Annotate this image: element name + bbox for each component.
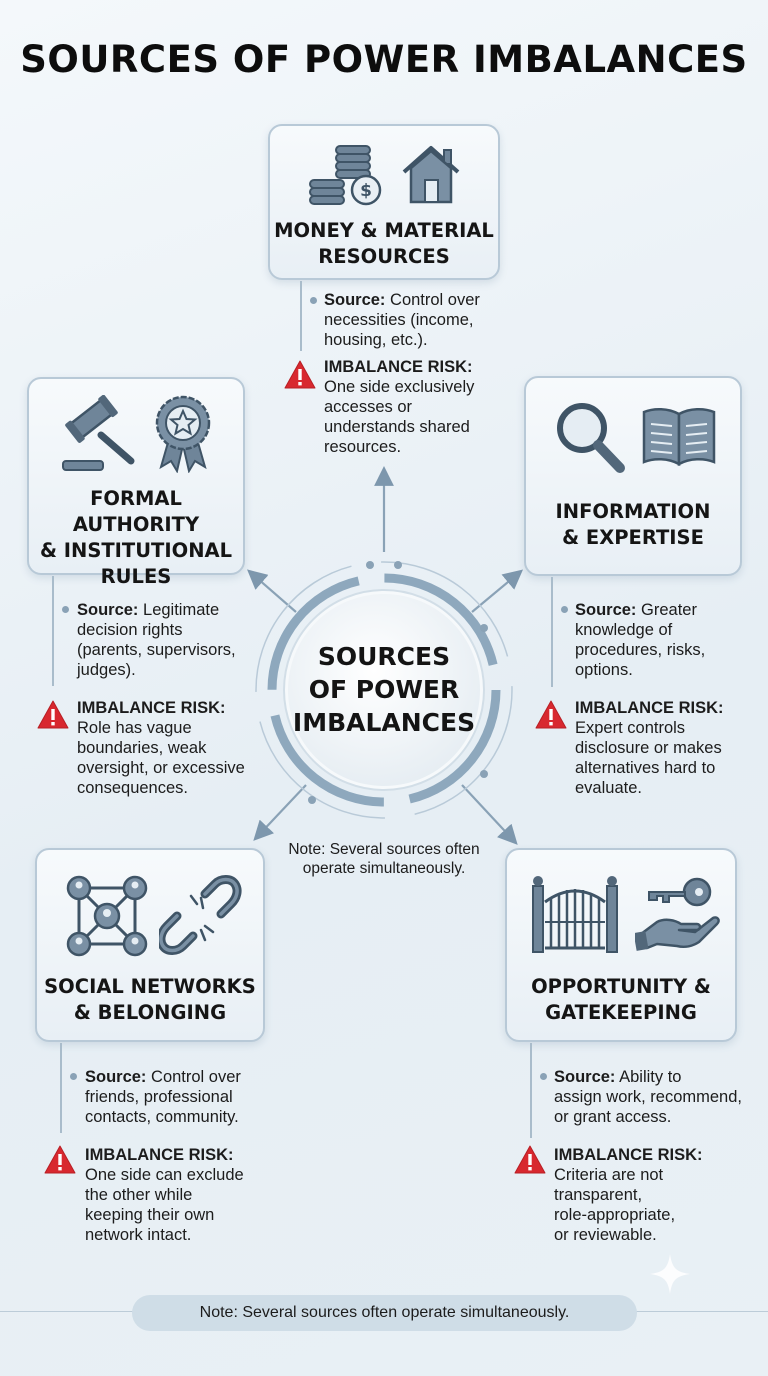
gavel-icon [62, 395, 135, 471]
network-icon [66, 875, 148, 957]
footer-note: Note: Several sources often operate simu… [132, 1295, 637, 1331]
house-icon [402, 146, 460, 204]
svg-text:$: $ [360, 181, 372, 201]
warning-icon [535, 700, 567, 729]
warning-icon [37, 700, 69, 729]
card-information-title: INFORMATION& EXPERTISE [555, 500, 711, 549]
arrow-to-social [253, 784, 307, 841]
award-badge-icon [155, 395, 211, 473]
coins-icon: $ [309, 145, 382, 206]
warning-icon [514, 1145, 546, 1174]
card-information-expertise: INFORMATION& EXPERTISE [524, 376, 742, 576]
card-money-icons: $ [270, 126, 502, 216]
sparkle-icon [650, 1254, 690, 1294]
arrow-to-information [471, 569, 524, 613]
opportunity-source-text: Source: Ability to assign work, recommen… [554, 1068, 742, 1126]
card-social-title: SOCIAL NETWORKS& BELONGING [44, 975, 256, 1024]
key-hand-icon [635, 877, 720, 951]
warning-icon [44, 1145, 76, 1174]
warning-icon [284, 360, 316, 389]
arrow-to-opportunity [461, 784, 518, 845]
magnifier-icon [557, 403, 625, 473]
broken-chain-icon [159, 875, 242, 955]
card-opportunity-title: OPPORTUNITY &GATEKEEPING [531, 975, 711, 1024]
gate-icon [532, 876, 618, 953]
card-opportunity-gatekeeping: OPPORTUNITY &GATEKEEPING [505, 848, 737, 1042]
social-source-text: Source: Control over friends, profession… [85, 1068, 241, 1126]
authority-source-text: Source: Legitimate decision rights(paren… [77, 601, 236, 679]
open-book-icon [642, 408, 716, 467]
card-social-networks: SOCIAL NETWORKS& BELONGING [35, 848, 265, 1042]
page-title: SOURCES OF POWER IMBALANCES [20, 38, 748, 81]
money-source-text: Source: Control over necessities (income… [324, 291, 480, 349]
center-ring [255, 561, 513, 819]
